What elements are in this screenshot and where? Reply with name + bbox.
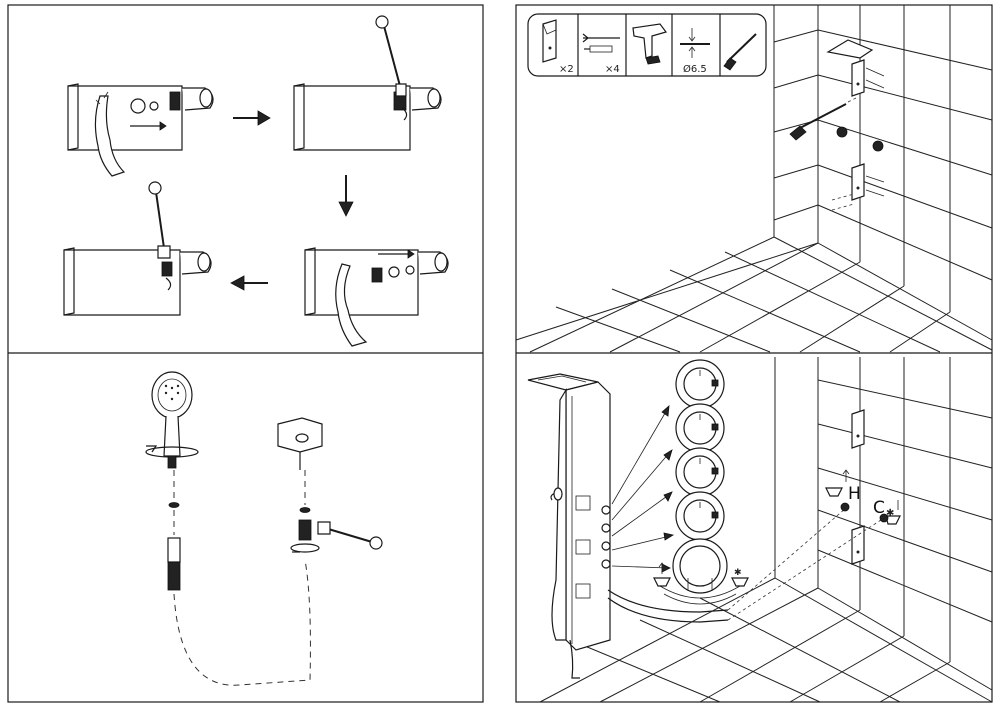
tiled-wall-corner <box>539 357 993 703</box>
washer-icon <box>299 507 311 513</box>
screw-anchor-icon <box>582 33 620 53</box>
cold-inlet-label: C <box>873 498 885 518</box>
arrow-down-icon <box>338 175 354 217</box>
cold-hose <box>607 597 729 623</box>
panel-connection-panel: ✱ H C ✱ <box>527 357 993 703</box>
hand-icon <box>94 95 126 177</box>
arm-step-4 <box>63 181 212 316</box>
cold-water-icon: ✱ <box>885 500 901 525</box>
hot-inlet-label: H <box>848 484 861 504</box>
hot-inlet <box>840 502 850 512</box>
control-dial <box>675 491 725 541</box>
wall-mounting-panel: ×2 ×4 Ø6.5 <box>515 5 993 353</box>
arm-step-3 <box>304 247 449 347</box>
upper-bracket <box>826 39 885 97</box>
bracket-icon <box>542 19 557 63</box>
hose-connector-icon <box>167 537 181 591</box>
arm-assembly-panel <box>63 15 449 347</box>
hot-water-icon <box>825 469 850 497</box>
panel-frames <box>7 4 993 703</box>
handshower-assembly-panel <box>145 371 383 686</box>
arrow-right-icon <box>233 110 271 126</box>
anchor-quantity: ×4 <box>605 64 620 75</box>
wrench-icon <box>148 181 171 259</box>
svg-text:✱: ✱ <box>734 568 742 578</box>
svg-text:✱: ✱ <box>886 508 894 519</box>
hose-path <box>173 559 311 686</box>
control-dial <box>675 447 725 497</box>
hand-icon <box>335 263 368 347</box>
wall-bracket <box>851 409 865 449</box>
hot-hose <box>607 589 729 613</box>
bracket-quantity: ×2 <box>559 64 574 75</box>
screwdriver-icon <box>789 96 859 141</box>
control-dial <box>675 359 725 409</box>
arrow-left-icon <box>230 275 268 291</box>
wall-outlets <box>836 126 884 152</box>
temperature-dial <box>659 538 741 605</box>
handshower-icon <box>145 371 199 469</box>
wall-holder-icon <box>277 417 323 470</box>
wrench-icon <box>375 15 407 97</box>
callout-lines <box>611 405 675 573</box>
drill-icon <box>632 23 668 65</box>
tools-box: ×2 ×4 Ø6.5 <box>527 13 767 77</box>
drill-bit-size: Ø6.5 <box>683 63 707 75</box>
tiled-wall-corner <box>515 5 993 353</box>
wrench-icon <box>317 521 383 550</box>
outlet-fitting-icon <box>290 519 320 553</box>
arm-step-1 <box>67 83 214 177</box>
washer-icon <box>168 502 180 508</box>
hot-water-icon <box>653 562 671 587</box>
screwdriver-icon <box>723 33 757 71</box>
lower-bracket <box>831 163 885 211</box>
arm-step-2 <box>293 15 442 151</box>
cold-inlet <box>879 513 889 523</box>
shower-panel-icon <box>527 373 611 679</box>
control-dial <box>675 403 725 453</box>
wall-bracket <box>851 525 865 565</box>
cold-water-icon: ✱ <box>731 568 749 587</box>
drill-bit-icon <box>680 28 710 58</box>
